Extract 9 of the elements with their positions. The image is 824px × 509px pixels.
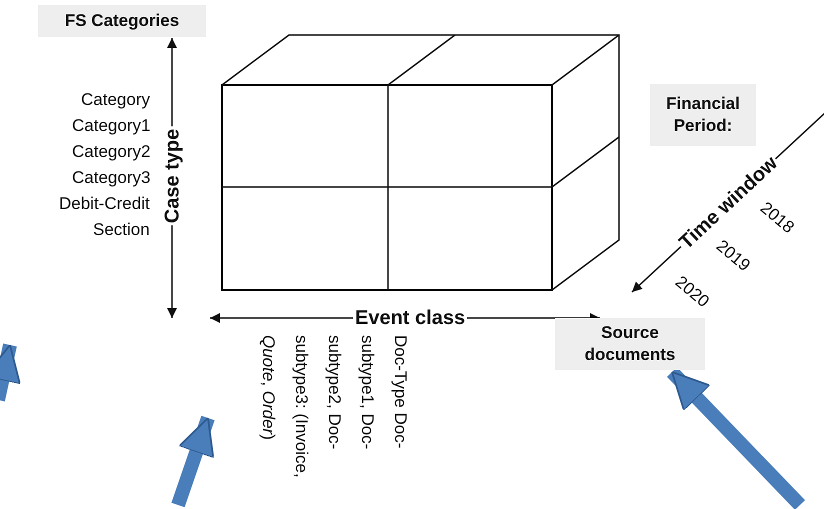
axis-title-box: Source documents <box>555 318 705 370</box>
category-label: Section <box>93 220 150 240</box>
category-label: Category1 <box>72 116 150 136</box>
axis-title-box: FS Categories <box>38 5 206 37</box>
category-label: Category2 <box>72 142 150 162</box>
category-label: Category <box>81 90 150 110</box>
category-label: Debit-Credit <box>59 194 150 214</box>
axis-title-box: Financial Period: <box>650 84 756 146</box>
category-label: Category3 <box>72 168 150 188</box>
